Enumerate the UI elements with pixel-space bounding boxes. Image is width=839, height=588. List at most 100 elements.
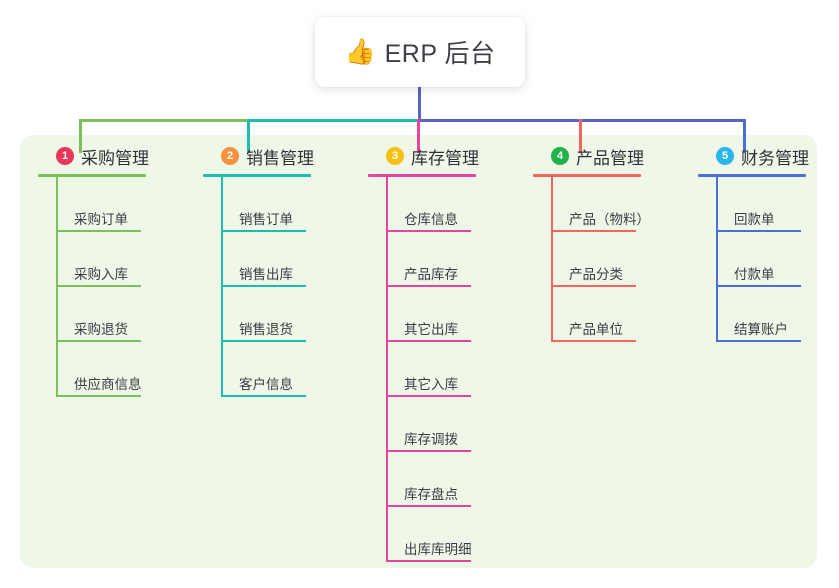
- leaf-item-label: 产品分类: [569, 266, 623, 282]
- leaf-item[interactable]: 产品（物料）: [551, 177, 650, 232]
- leaf-item-underline: [221, 285, 306, 287]
- leaf-item[interactable]: 产品单位: [551, 287, 650, 342]
- leaf-item-underline: [56, 395, 141, 397]
- branch-number-badge: 2: [221, 147, 239, 165]
- branch-underline: [203, 174, 311, 177]
- bus-segment-2: [247, 119, 419, 122]
- branch-number-badge: 3: [386, 147, 404, 165]
- branch-header-2[interactable]: 2 销售管理: [203, 143, 314, 169]
- leaf-item[interactable]: 回款单: [716, 177, 809, 232]
- branch-title: 销售管理: [246, 148, 314, 168]
- bus-segment-1: [79, 119, 249, 122]
- leaf-item-underline: [56, 340, 141, 342]
- leaf-item-label: 采购订单: [74, 211, 128, 227]
- leaf-item-underline: [56, 230, 141, 232]
- leaf-item[interactable]: 其它入库: [386, 342, 479, 397]
- leaf-item[interactable]: 产品库存: [386, 232, 479, 287]
- leaf-item-underline: [386, 340, 471, 342]
- root-node[interactable]: 👍 ERP 后台: [315, 17, 525, 87]
- branch-drop-2: [247, 119, 250, 153]
- leaf-item-underline: [386, 450, 471, 452]
- leaf-item-label: 结算账户: [734, 321, 788, 337]
- branch-underline: [38, 174, 146, 177]
- branch-drop-5: [743, 119, 746, 153]
- branch-spine: [221, 177, 223, 397]
- leaf-item-label: 客户信息: [239, 376, 293, 392]
- branch-item-list: 采购订单采购入库采购退货供应商信息: [38, 177, 149, 397]
- branch-drop-4: [579, 119, 582, 153]
- root-title: ERP 后台: [384, 40, 496, 68]
- leaf-item-underline: [386, 230, 471, 232]
- leaf-item[interactable]: 库存调拨: [386, 397, 479, 452]
- branch-spine: [386, 177, 388, 562]
- leaf-item[interactable]: 其它出库: [386, 287, 479, 342]
- leaf-item-underline: [716, 340, 801, 342]
- leaf-item-label: 销售退货: [239, 321, 293, 337]
- leaf-item-underline: [221, 395, 306, 397]
- leaf-item-label: 其它入库: [404, 376, 458, 392]
- branch-number-badge: 4: [551, 147, 569, 165]
- branch-column-2: 2 销售管理销售订单销售出库销售退货客户信息: [203, 143, 314, 397]
- branch-header-3[interactable]: 3 库存管理: [368, 143, 479, 169]
- branch-underline: [533, 174, 641, 177]
- leaf-item[interactable]: 结算账户: [716, 287, 809, 342]
- leaf-item-underline: [386, 395, 471, 397]
- leaf-item[interactable]: 销售订单: [221, 177, 314, 232]
- leaf-item-label: 其它出库: [404, 321, 458, 337]
- branch-number-badge: 5: [716, 147, 734, 165]
- leaf-item-label: 销售出库: [239, 266, 293, 282]
- branch-title: 库存管理: [411, 148, 479, 168]
- leaf-item-underline: [716, 230, 801, 232]
- branch-header-4[interactable]: 4 产品管理: [533, 143, 650, 169]
- leaf-item-label: 产品单位: [569, 321, 623, 337]
- branch-spine: [56, 177, 58, 397]
- branch-title: 产品管理: [576, 148, 644, 168]
- branch-column-4: 4 产品管理产品（物料） 产品分类产品单位: [533, 143, 650, 342]
- leaf-item[interactable]: 仓库信息: [386, 177, 479, 232]
- branch-item-list: 回款单付款单结算账户: [698, 177, 809, 342]
- leaf-item-underline: [221, 230, 306, 232]
- leaf-item[interactable]: 采购退货: [56, 287, 149, 342]
- branch-underline: [698, 174, 806, 177]
- branch-item-list: 仓库信息产品库存其它出库其它入库库存调拨库存盘点出库库明细: [368, 177, 479, 562]
- leaf-item-label: 产品库存: [404, 266, 458, 282]
- root-stem-connector: [418, 87, 421, 121]
- leaf-item-label: 采购入库: [74, 266, 128, 282]
- leaf-item[interactable]: 销售退货: [221, 287, 314, 342]
- leaf-item[interactable]: 采购订单: [56, 177, 149, 232]
- leaf-item-underline: [386, 560, 471, 562]
- leaf-item-underline: [386, 505, 471, 507]
- thumbs-up-icon: 👍: [344, 37, 376, 66]
- leaf-item-label: 销售订单: [239, 211, 293, 227]
- leaf-item-label: 供应商信息: [74, 376, 142, 392]
- leaf-item-label: 采购退货: [74, 321, 128, 337]
- leaf-item-underline: [716, 285, 801, 287]
- leaf-item[interactable]: 出库库明细: [386, 507, 479, 562]
- leaf-item[interactable]: 采购入库: [56, 232, 149, 287]
- branch-item-list: 产品（物料） 产品分类产品单位: [533, 177, 650, 342]
- leaf-item[interactable]: 客户信息: [221, 342, 314, 397]
- branch-drop-1: [79, 119, 82, 153]
- leaf-item-underline: [56, 285, 141, 287]
- leaf-item[interactable]: 供应商信息: [56, 342, 149, 397]
- leaf-item-underline: [386, 285, 471, 287]
- branch-spine: [716, 177, 718, 342]
- leaf-item-label: 付款单: [734, 266, 775, 282]
- leaf-item[interactable]: 付款单: [716, 232, 809, 287]
- leaf-item[interactable]: 产品分类: [551, 232, 650, 287]
- leaf-item-label: 库存调拨: [404, 431, 458, 447]
- leaf-item-label: 仓库信息: [404, 211, 458, 227]
- leaf-item-underline: [221, 340, 306, 342]
- branch-title: 采购管理: [81, 148, 149, 168]
- branch-underline: [368, 174, 476, 177]
- leaf-item-label: 回款单: [734, 211, 775, 227]
- branch-column-3: 3 库存管理仓库信息产品库存其它出库其它入库库存调拨库存盘点出库库明细: [368, 143, 479, 562]
- leaf-item-label: 出库库明细: [404, 541, 472, 557]
- leaf-item[interactable]: 销售出库: [221, 232, 314, 287]
- leaf-item[interactable]: 库存盘点: [386, 452, 479, 507]
